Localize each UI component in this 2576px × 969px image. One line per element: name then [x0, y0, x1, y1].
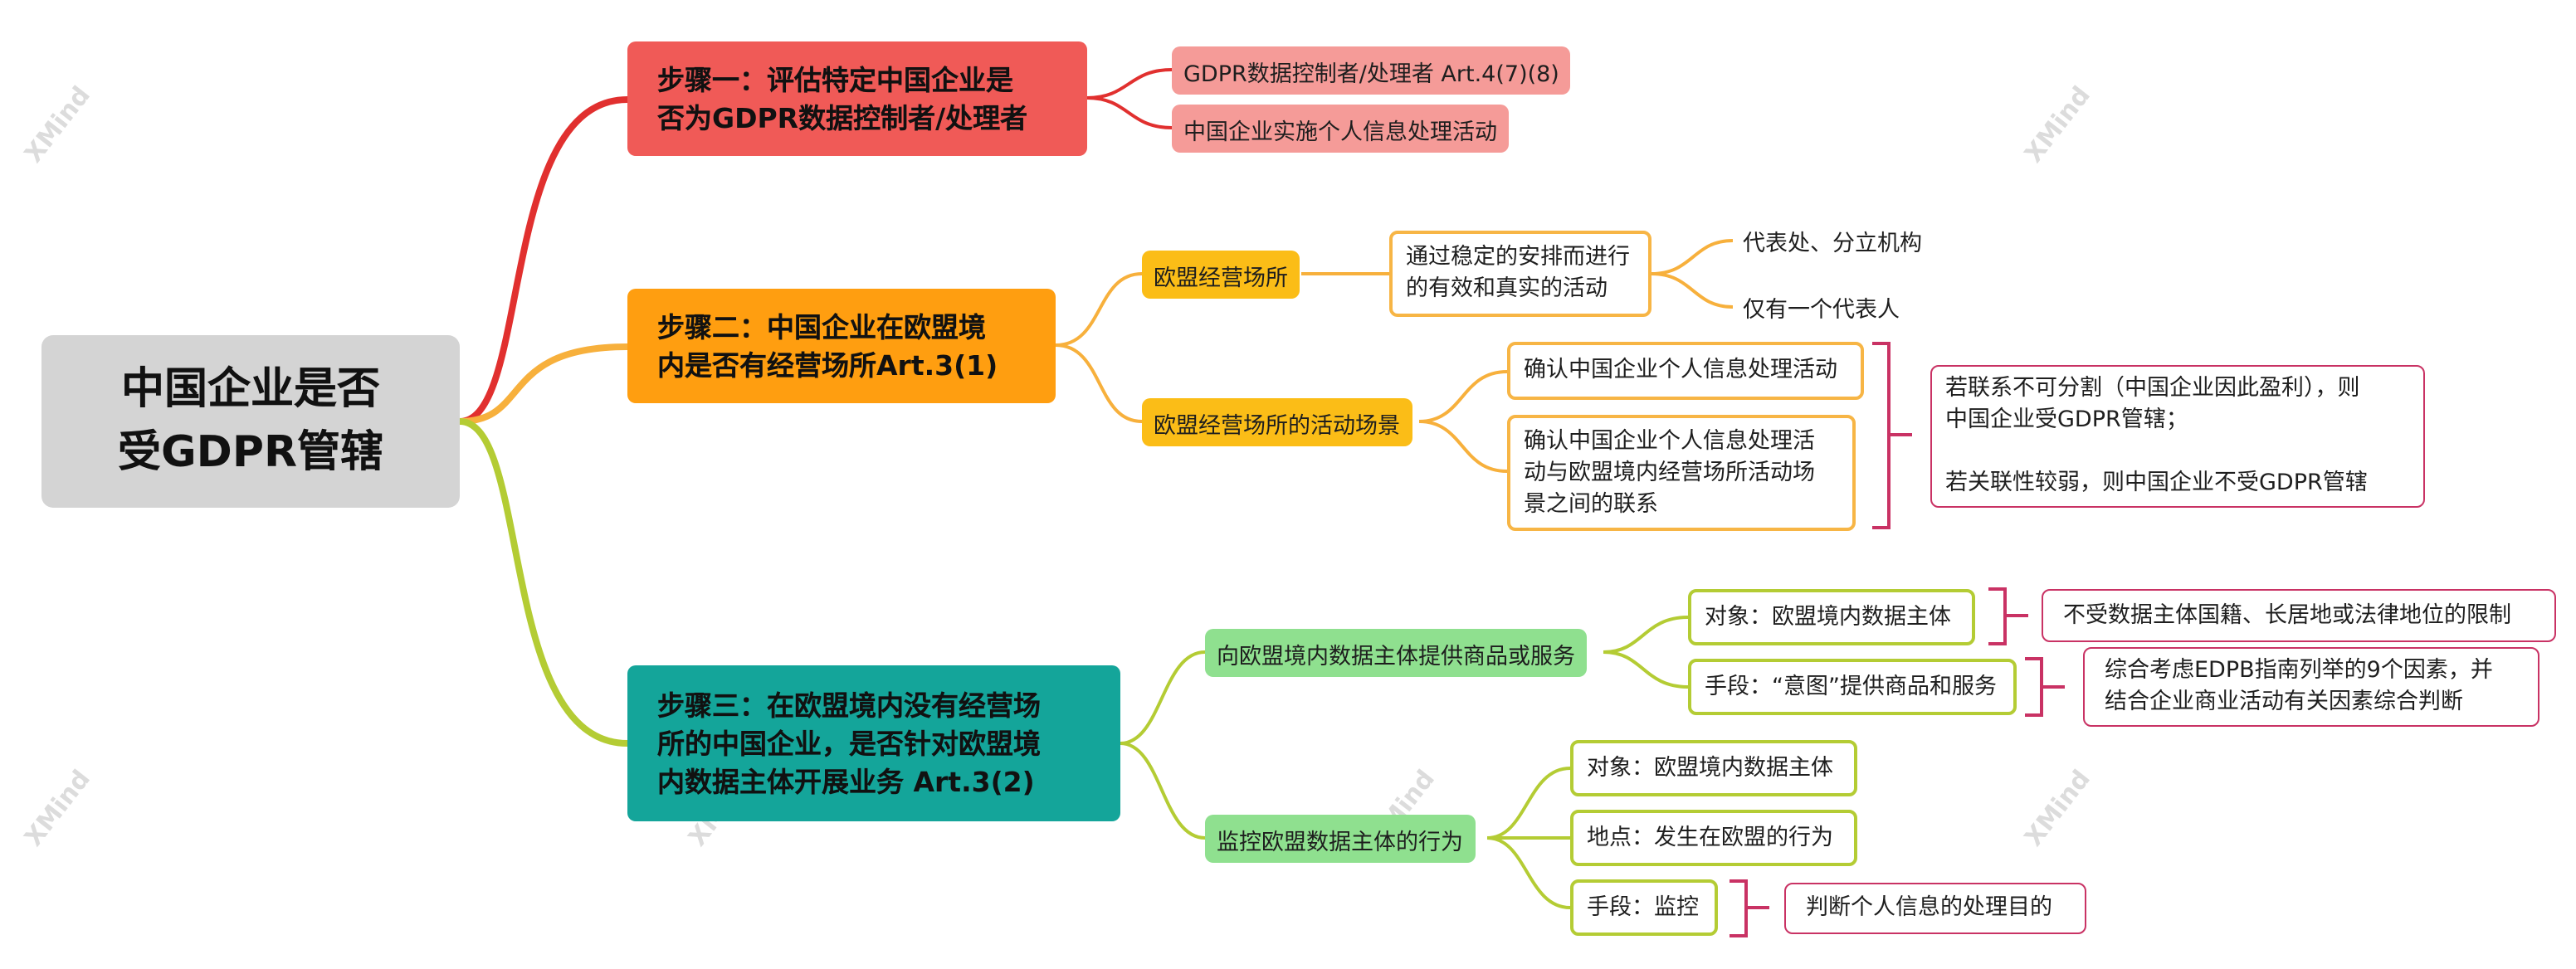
- offering-means-node[interactable]: 手段：“意图”提供商品和服务: [1688, 659, 2017, 715]
- offering-goods-node[interactable]: 向欧盟境内数据主体提供商品或服务: [1205, 629, 1587, 677]
- eu-establishment-node[interactable]: 欧盟经营场所: [1142, 251, 1300, 299]
- monitoring-target-node[interactable]: 对象：欧盟境内数据主体: [1570, 740, 1857, 796]
- step-two-topic[interactable]: 步骤二：中国企业在欧盟境 内是否有经营场所Art.3(1): [627, 289, 1056, 403]
- establishment-example-node[interactable]: 仅有一个代表人: [1743, 297, 1900, 324]
- monitoring-purpose-note[interactable]: 判断个人信息的处理目的: [1784, 883, 2086, 934]
- monitoring-location-node[interactable]: 地点：发生在欧盟的行为: [1570, 810, 1857, 866]
- monitoring-behaviour-node[interactable]: 监控欧盟数据主体的行为: [1205, 815, 1475, 863]
- offering-target-note[interactable]: 不受数据主体国籍、长居地或法律地位的限制: [2042, 589, 2556, 642]
- establishment-definition-node[interactable]: 通过稳定的安排而进行 的有效和真实的活动: [1389, 231, 1651, 317]
- establishment-example-node[interactable]: 代表处、分立机构: [1743, 231, 1922, 257]
- processing-activity-node[interactable]: 中国企业实施个人信息处理活动: [1172, 105, 1509, 153]
- offering-means-note[interactable]: 综合考虑EDPB指南列举的9个因素，并 结合企业商业活动有关因素综合判断: [2083, 647, 2539, 727]
- establishment-scenario-node[interactable]: 欧盟经营场所的活动场景: [1142, 398, 1412, 446]
- step-three-topic[interactable]: 步骤三：在欧盟境内没有经营场 所的中国企业，是否针对欧盟境 内数据主体开展业务 …: [627, 665, 1120, 821]
- monitoring-means-node[interactable]: 手段：监控: [1570, 879, 1718, 936]
- confirm-processing-node[interactable]: 确认中国企业个人信息处理活动: [1507, 342, 1864, 400]
- confirm-link-node[interactable]: 确认中国企业个人信息处理活 动与欧盟境内经营场所活动场 景之间的联系: [1507, 415, 1856, 531]
- offering-target-node[interactable]: 对象：欧盟境内数据主体: [1688, 589, 1975, 645]
- scenario-result-note[interactable]: 若联系不可分割（中国企业因此盈利），则 中国企业受GDPR管辖； 若关联性较弱，…: [1930, 365, 2425, 508]
- root-topic[interactable]: 中国企业是否 受GDPR管辖: [41, 335, 460, 508]
- gdpr-controller-node[interactable]: GDPR数据控制者/处理者 Art.4(7)(8): [1172, 46, 1571, 95]
- step-one-topic[interactable]: 步骤一：评估特定中国企业是 否为GDPR数据控制者/处理者: [627, 41, 1087, 156]
